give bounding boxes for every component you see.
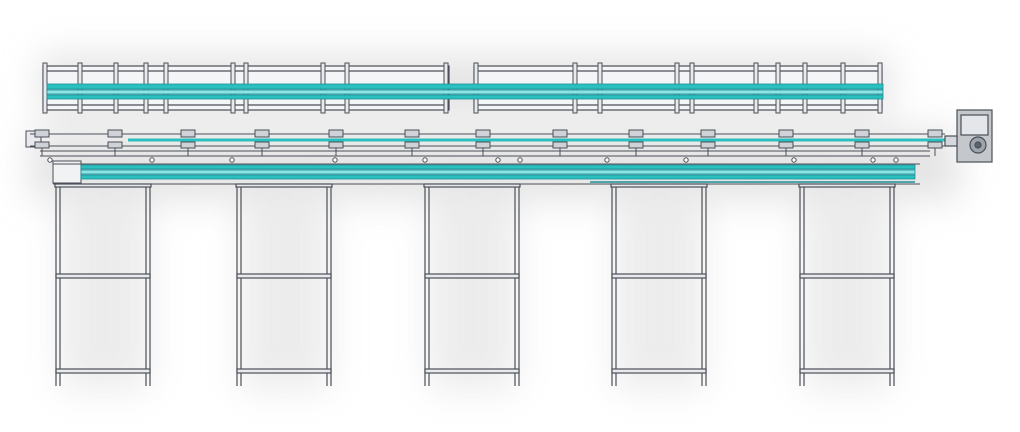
leg-cross-bar bbox=[236, 273, 332, 279]
leg-foot-bar bbox=[611, 368, 707, 374]
leg-top-bar bbox=[423, 183, 521, 188]
guide-stop bbox=[893, 157, 899, 163]
leg-foot-bar bbox=[55, 368, 151, 374]
leg-top-bar bbox=[798, 183, 896, 188]
leg-foot-bar bbox=[424, 368, 520, 374]
clamp-unit-top bbox=[34, 129, 50, 138]
clamp-unit-bottom bbox=[180, 141, 196, 149]
clamp-unit-top bbox=[778, 129, 794, 138]
support-leg-icon bbox=[54, 183, 896, 386]
drive-motor-icon bbox=[944, 109, 993, 163]
guide-stop bbox=[683, 157, 689, 163]
leg-foot-bar bbox=[236, 368, 332, 374]
clamp-unit-bottom bbox=[927, 141, 943, 149]
guide-stop bbox=[791, 157, 797, 163]
upper-rack-teal-bars bbox=[46, 83, 884, 100]
guide-stop bbox=[495, 157, 501, 163]
leg-shadow-1 bbox=[60, 190, 150, 390]
clamp-unit-top bbox=[854, 129, 870, 138]
leg-top-bar bbox=[610, 183, 708, 188]
clamp-unit-top bbox=[254, 129, 270, 138]
upper-rack-post bbox=[42, 62, 48, 114]
clamp-unit-bottom bbox=[552, 141, 568, 149]
motor-panel bbox=[960, 114, 989, 136]
leg-shadow-3 bbox=[428, 190, 518, 390]
guide-stop bbox=[604, 157, 610, 163]
leg-cross-bar bbox=[424, 273, 520, 279]
clamp-unit-top bbox=[700, 129, 716, 138]
guide-stop bbox=[870, 157, 876, 163]
clamp-unit-top bbox=[180, 129, 196, 138]
guide-stop bbox=[422, 157, 428, 163]
clamp-unit-bottom bbox=[628, 141, 644, 149]
clamp-unit-top bbox=[628, 129, 644, 138]
guide-stop bbox=[517, 157, 523, 163]
clamp-unit-bottom bbox=[107, 141, 123, 149]
clamp-unit-top bbox=[927, 129, 943, 138]
clamp-unit-bottom bbox=[778, 141, 794, 149]
clamp-unit-bottom bbox=[404, 141, 420, 149]
guide-stop bbox=[332, 157, 338, 163]
upper-teal-bar-2 bbox=[46, 89, 884, 95]
clamp-units bbox=[34, 129, 943, 156]
clamp-unit-bottom bbox=[700, 141, 716, 149]
guide-stop bbox=[47, 157, 53, 163]
conveyor-teal-bar-1 bbox=[80, 164, 916, 170]
leg-shadow-2 bbox=[240, 190, 330, 390]
conveyor-teal-bar-2 bbox=[80, 169, 916, 175]
conveyor-bed-icon bbox=[52, 160, 920, 185]
leg-top-bar bbox=[54, 183, 152, 188]
clamp-unit-bottom bbox=[254, 141, 270, 149]
upper-teal-bar-1 bbox=[46, 83, 884, 90]
clamp-unit-bottom bbox=[34, 141, 50, 149]
guide-stops bbox=[47, 157, 899, 163]
leg-cross-bar bbox=[611, 273, 707, 279]
leg-cross-bar bbox=[799, 273, 895, 279]
clamp-unit-top bbox=[107, 129, 123, 138]
leg-cross-bar bbox=[55, 273, 151, 279]
motor-coupling bbox=[944, 135, 958, 147]
guide-stop bbox=[149, 157, 155, 163]
leg-top-bar bbox=[235, 183, 333, 188]
guide-stop bbox=[229, 157, 235, 163]
conveyor-teal-bar-3 bbox=[80, 174, 916, 180]
clamp-unit-bottom bbox=[328, 141, 344, 149]
motor-hub bbox=[974, 141, 982, 149]
clamp-rail-assembly bbox=[25, 129, 955, 163]
clamp-unit-bottom bbox=[475, 141, 491, 149]
leg-foot-bar bbox=[799, 368, 895, 374]
clamp-unit-top bbox=[404, 129, 420, 138]
leg-shadow-5 bbox=[802, 190, 892, 390]
upper-teal-bar-3 bbox=[46, 94, 884, 100]
leg-shadow-4 bbox=[615, 190, 705, 390]
clamp-unit-top bbox=[328, 129, 344, 138]
clamp-unit-top bbox=[552, 129, 568, 138]
clamp-unit-bottom bbox=[854, 141, 870, 149]
clamp-unit-top bbox=[475, 129, 491, 138]
